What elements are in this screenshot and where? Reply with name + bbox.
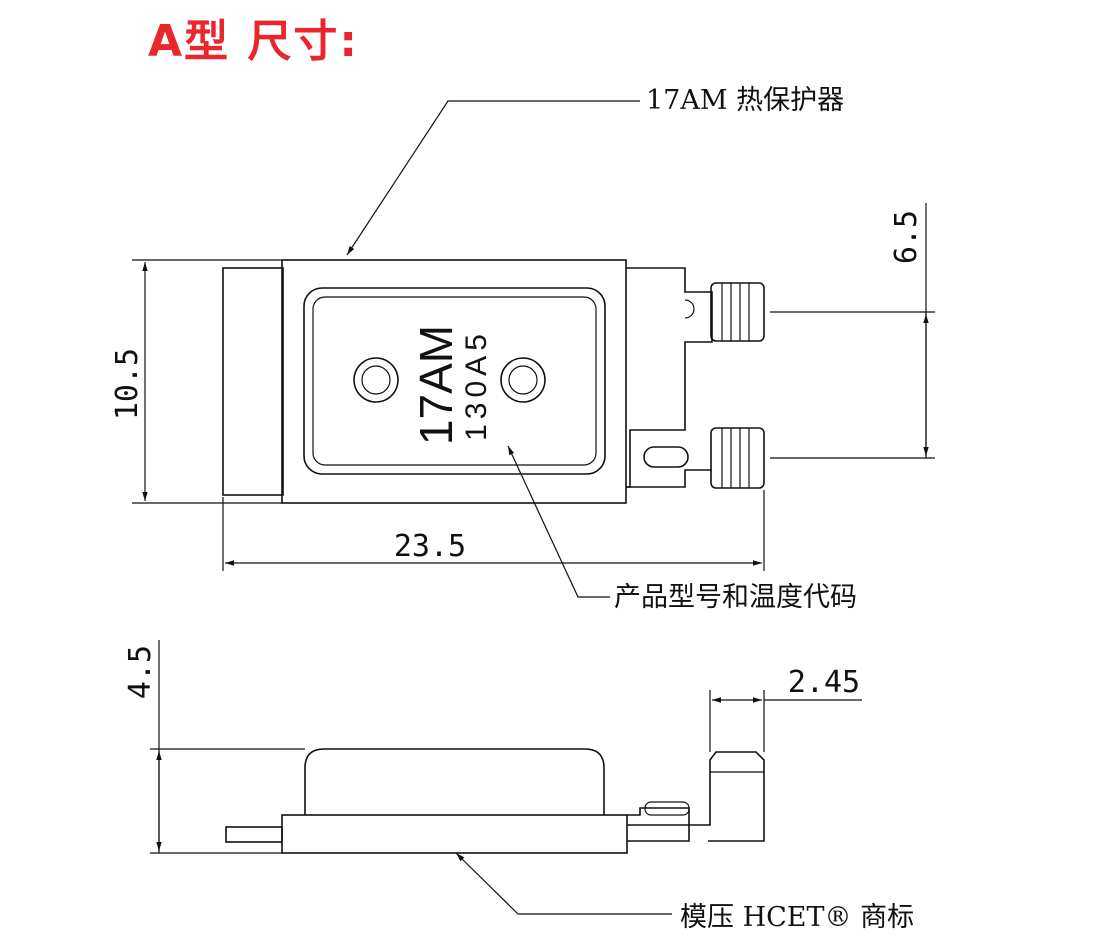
side-left-pin: [225, 826, 283, 843]
mounting-hole-right-inner: [508, 365, 538, 395]
terminal-upper: [710, 282, 765, 342]
dim-height-value: 10.5: [110, 348, 145, 420]
dim-width: 23.5: [222, 490, 765, 571]
dim-width-value: 23.5: [394, 529, 466, 564]
left-flange: [222, 267, 284, 496]
side-view: [225, 748, 765, 854]
label-product: 17AM 热保护器: [646, 85, 844, 116]
label-area-inner: [312, 296, 597, 466]
dim-terminal-spacing: 6.5: [770, 203, 935, 459]
mounting-hole-left: [353, 357, 399, 403]
side-terminal-upper: [627, 751, 765, 842]
dim-terminal-spacing-value: 6.5: [889, 210, 924, 264]
side-slot: [644, 801, 690, 816]
top-view: 17AM 130A5: [222, 259, 765, 504]
mounting-hole-left-inner: [361, 365, 391, 395]
label-area-outer: [303, 287, 606, 475]
dim-thickness: 4.5: [123, 640, 305, 854]
terminal-plate-bottom: [626, 469, 712, 488]
dim-height: 10.5: [110, 259, 282, 504]
marking-line2: 130A5: [460, 329, 493, 441]
side-base: [281, 814, 628, 854]
terminal-lower: [710, 427, 765, 489]
leader-product: 17AM 热保护器: [346, 85, 844, 256]
terminal-plate: [626, 267, 713, 488]
page-title: A型 尺寸:: [148, 16, 359, 67]
main-body: [281, 259, 627, 504]
label-model-code: 产品型号和温度代码: [614, 582, 857, 613]
leader-model-code: 产品型号和温度代码: [507, 445, 857, 613]
mounting-hole-right: [500, 357, 546, 403]
marking-line1: 17AM: [410, 325, 462, 445]
label-trademark: 模压 HCET® 商标: [680, 902, 914, 933]
terminal-slot: [643, 446, 689, 468]
dim-terminal-offset: 2.45: [709, 665, 862, 752]
dim-terminal-offset-value: 2.45: [788, 665, 860, 700]
leader-trademark: 模压 HCET® 商标: [455, 852, 914, 933]
side-terminal-lower: [627, 807, 690, 826]
terminal-tab: [684, 299, 695, 319]
dim-thickness-value: 4.5: [123, 645, 158, 699]
side-dome: [304, 748, 605, 815]
